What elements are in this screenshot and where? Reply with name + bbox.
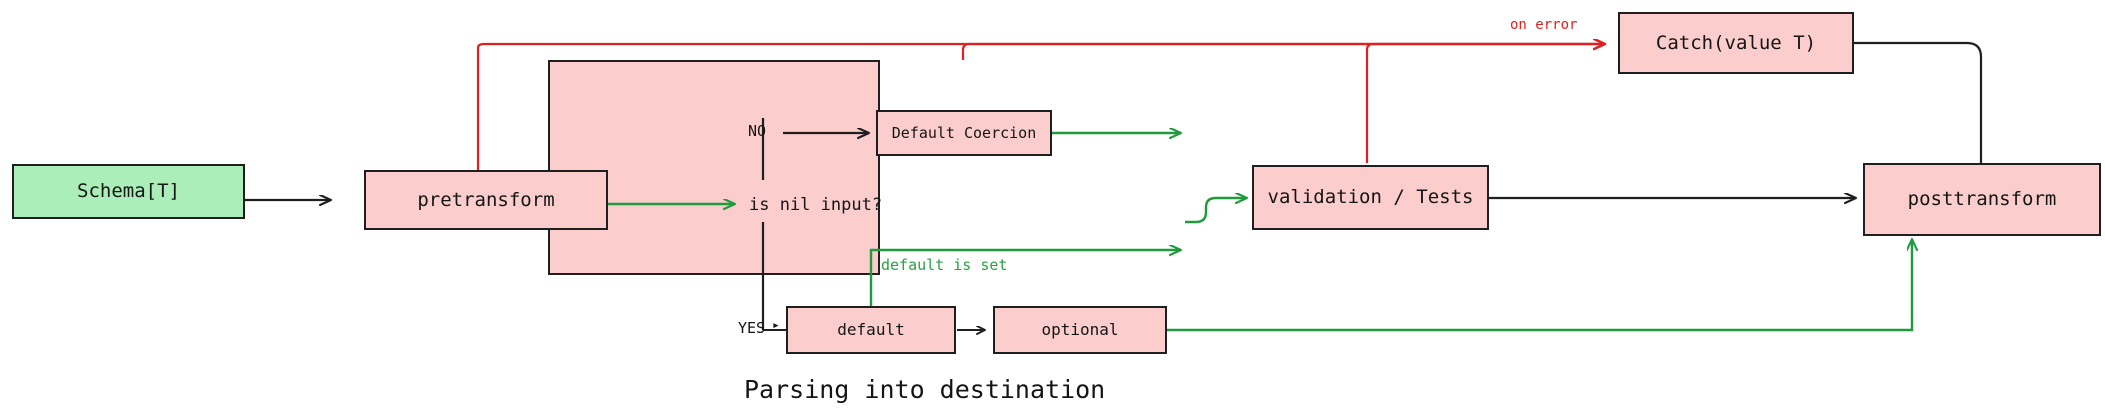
diagram-caption: Parsing into destination <box>744 375 1106 404</box>
edge-label-no: NO <box>748 122 767 140</box>
node-posttransform[interactable]: posttransform <box>1863 163 2101 236</box>
node-schema[interactable]: Schema[T] <box>12 164 245 219</box>
edge-label-on-error: on error <box>1510 17 1578 33</box>
edge-label-yes-marker: ▸ <box>772 318 780 333</box>
parsing-group-box <box>548 60 880 275</box>
node-default[interactable]: default <box>786 306 956 354</box>
node-decision-is-nil-input: is nil input? <box>749 195 883 215</box>
node-catch[interactable]: Catch(value T) <box>1618 12 1854 74</box>
node-validation-tests[interactable]: validation / Tests <box>1252 165 1489 230</box>
edge-label-yes: YES <box>738 319 766 337</box>
node-pretransform[interactable]: pretransform <box>364 170 608 230</box>
edge-label-default-is-set: default is set <box>881 256 1008 274</box>
node-default-coercion[interactable]: Default Coercion <box>876 110 1052 156</box>
node-optional[interactable]: optional <box>993 306 1167 354</box>
